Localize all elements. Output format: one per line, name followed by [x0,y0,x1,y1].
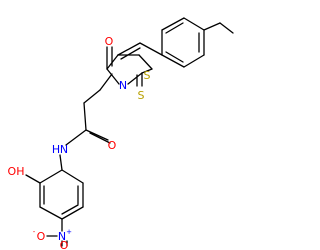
atom-labels: O S N S O N H OH N + O - O [8,35,151,250]
bond [83,102,87,131]
bond [165,22,184,34]
atom-hydrogen-amide: H [52,143,60,156]
bond [138,54,153,70]
bond [61,204,79,215]
charge-minus-nitro: - [33,228,36,236]
atom-nitrogen-nitro: N [58,230,66,243]
bond [39,169,63,184]
bond [59,154,63,171]
chemical-structure: O S N S O N H OH N + O - O [8,17,234,250]
bond [183,17,205,31]
bond [127,72,143,85]
bond [139,42,163,56]
bond [183,54,205,68]
bond [83,89,101,104]
bonds [25,17,234,247]
bond [141,68,153,74]
bond [61,169,84,184]
atom-sulfur-ring: S [144,69,151,82]
bond [39,206,63,220]
bond [106,68,120,85]
bond [99,73,113,91]
bond [25,174,41,184]
bond [89,132,111,144]
bond [203,22,221,31]
bond [161,54,185,68]
atom-hydroxyl: OH [8,165,25,178]
atom-oxygen-nitro-bottom: O [60,239,69,250]
charge-plus-nitro: + [66,228,72,236]
bond [65,129,87,146]
bond [61,206,84,220]
atom-sulfur-thione: S [138,89,145,102]
atom-nitrogen-amide: N [60,143,68,156]
bond [219,22,234,34]
bond [165,51,184,63]
atom-nitrogen-ring: N [119,79,127,92]
bond [120,47,141,60]
atom-oxygen-amide: O [108,139,117,152]
bond [117,42,141,56]
atom-oxygen-nitro-left: O [37,230,46,243]
bond [161,17,185,31]
bond [85,129,109,141]
atom-oxygen-ketone: O [105,35,114,48]
